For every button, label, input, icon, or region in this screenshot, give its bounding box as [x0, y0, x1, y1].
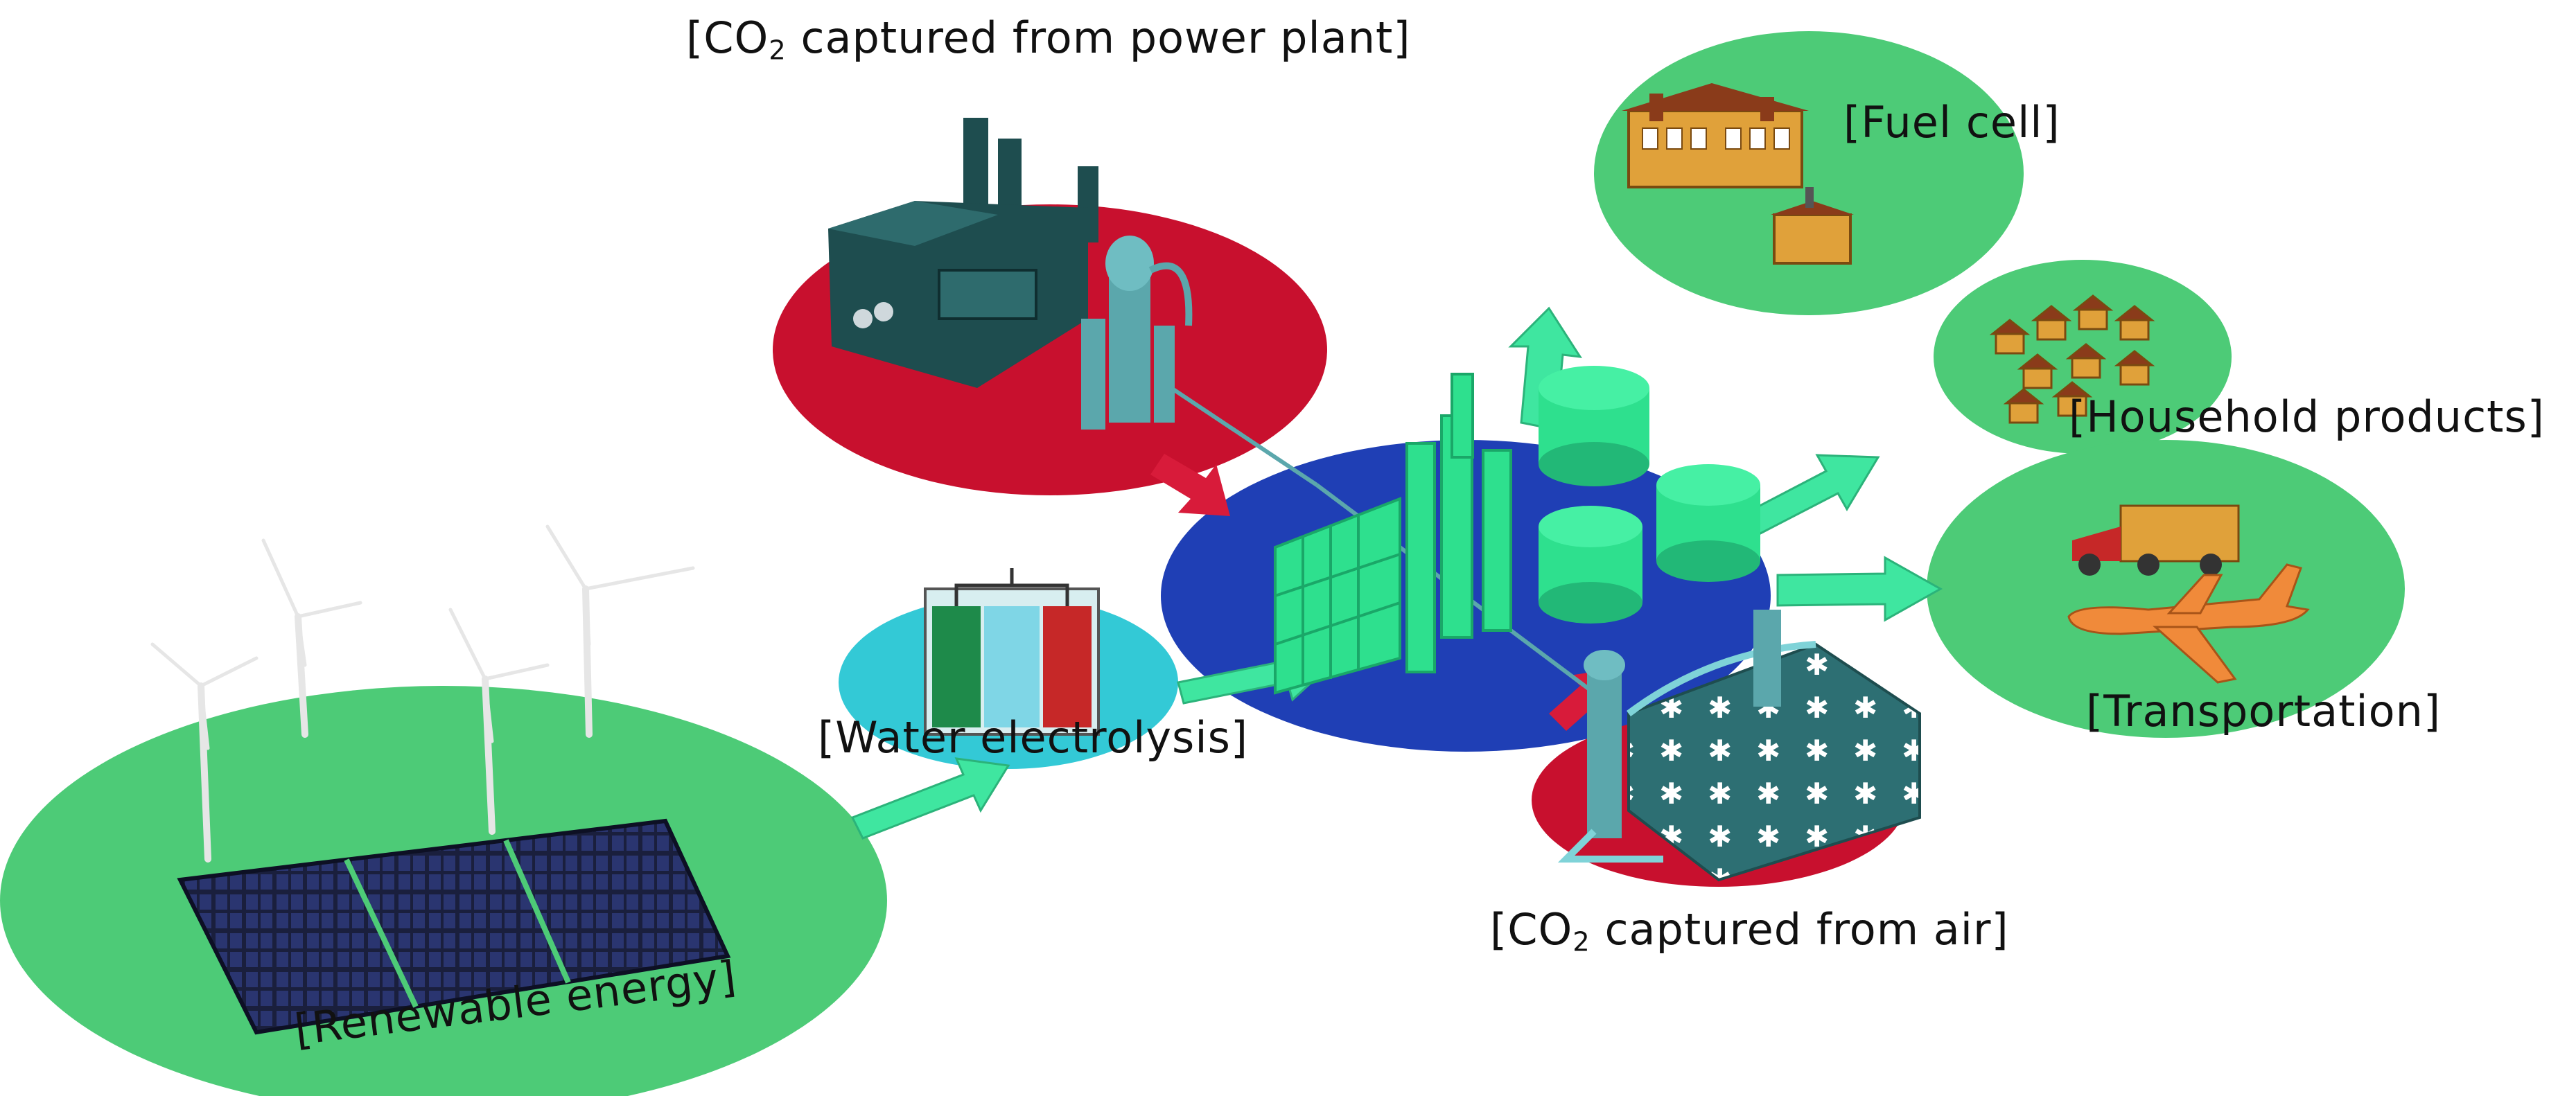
- arrow-hub-to-transportation: [1776, 556, 1943, 622]
- arrow-renewable-to-electrolysis: [850, 757, 1010, 840]
- transportation-zone: [1927, 440, 2405, 738]
- fuel-cell-building-icon: [1622, 83, 1854, 265]
- electrolyzer-icon: [924, 568, 1100, 736]
- air-capture-unit-icon: [1557, 610, 1921, 882]
- label-fuel-cell: [Fuel cell]: [1843, 97, 2060, 148]
- label-transportation: [Transportation]: [2086, 686, 2442, 736]
- truck-icon: [2072, 504, 2240, 576]
- power-plant-icon: [828, 118, 1318, 487]
- label-co2-power-plant: [CO2 captured from power plant]: [686, 12, 1411, 67]
- conversion-plant-icon: [1274, 366, 1760, 695]
- storage-tanks-icon: [1539, 366, 1760, 624]
- label-water-electrolysis: [Water electrolysis]: [818, 712, 1249, 763]
- label-household-products: [Household products]: [2069, 391, 2545, 442]
- wind-turbines-icon: [150, 524, 695, 863]
- arrow-hub-to-household: [1744, 454, 1880, 535]
- label-co2-air: [CO2 captured from air]: [1490, 904, 2009, 958]
- arrow-powerplant-to-hub: [1150, 454, 1230, 516]
- solar-panels-icon: [177, 818, 731, 1035]
- household-houses-icon: [1989, 294, 2155, 424]
- airplane-icon: [2067, 563, 2310, 684]
